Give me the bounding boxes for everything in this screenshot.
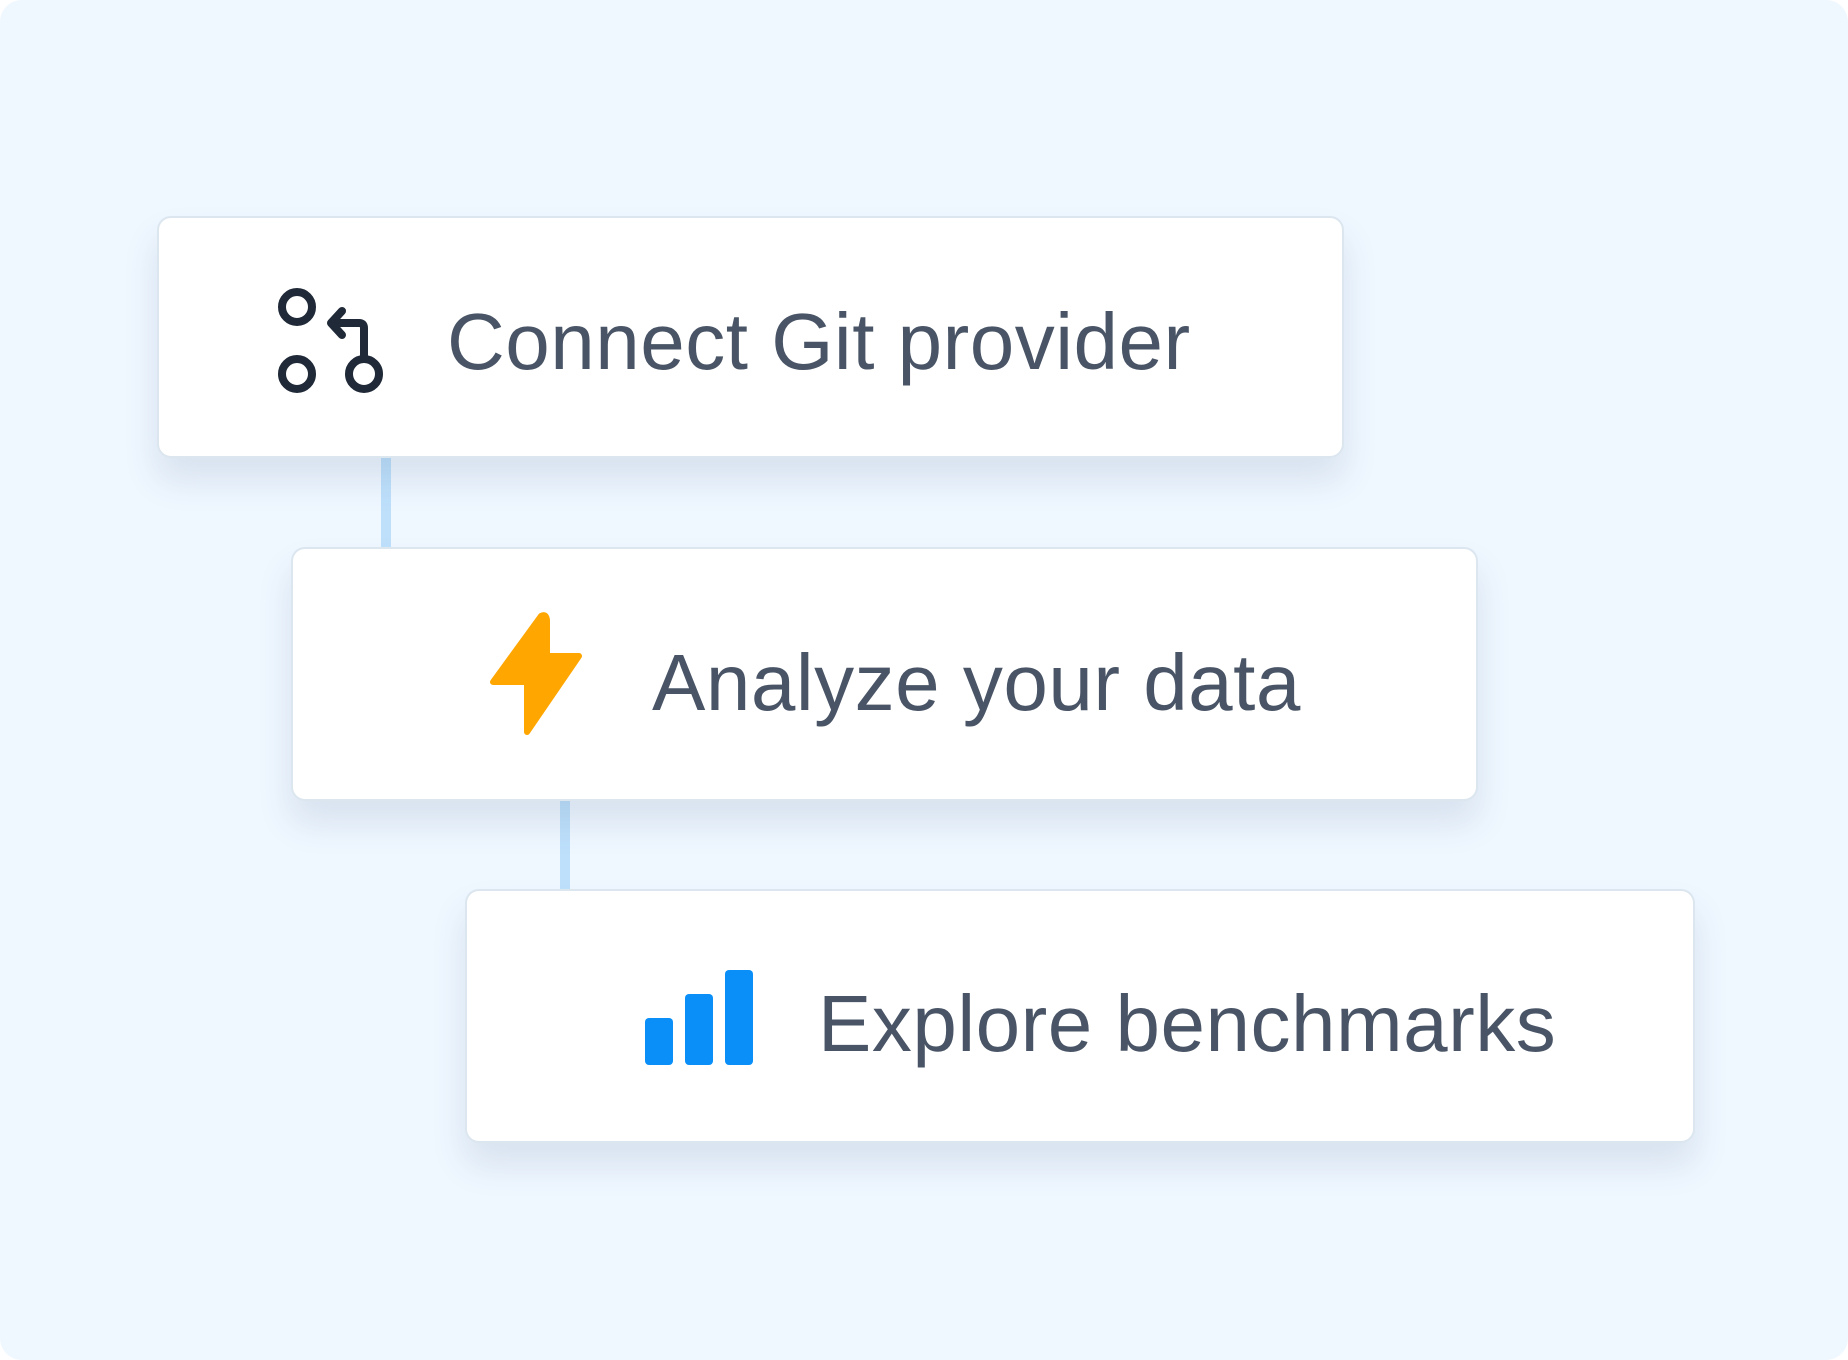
step-card-connect-git[interactable]: Connect Git provider xyxy=(157,216,1344,458)
lightning-bolt-icon xyxy=(485,610,589,740)
step-label: Explore benchmarks xyxy=(818,979,1557,1068)
bar-chart-icon xyxy=(643,967,755,1067)
git-pull-request-icon xyxy=(273,284,389,400)
step-card-explore-benchmarks[interactable]: Explore benchmarks xyxy=(465,889,1695,1143)
step-label: Connect Git provider xyxy=(447,297,1191,386)
step-card-analyze-data[interactable]: Analyze your data xyxy=(291,547,1478,801)
step-label: Analyze your data xyxy=(652,638,1301,727)
